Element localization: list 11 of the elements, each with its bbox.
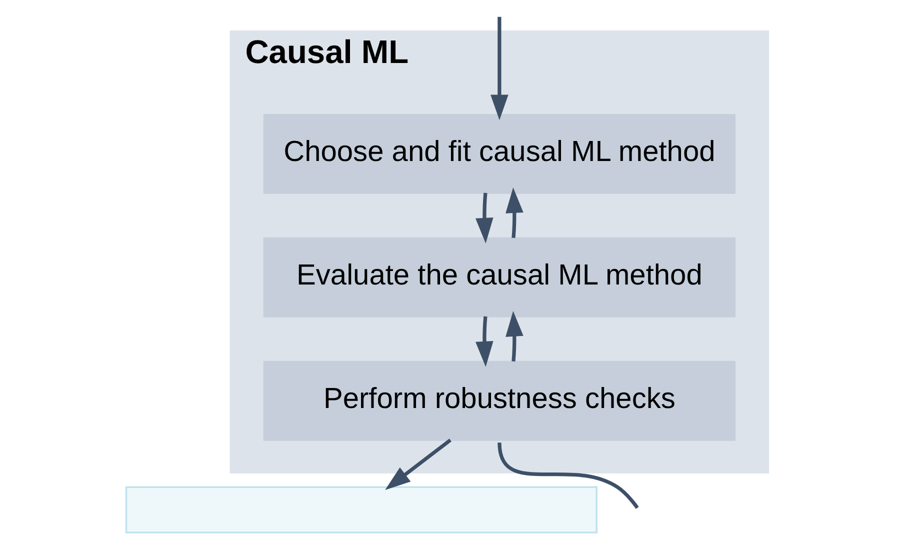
connector [498,442,639,509]
arrow [490,16,508,120]
arrow [506,187,524,238]
arrow [476,192,494,244]
arrow [476,316,494,367]
node-box [125,486,598,534]
node-box: Evaluate the causal ML method [263,237,736,318]
node-box: Perform robustness checks [263,360,736,441]
arrow [506,310,524,362]
node-box: Choose and fit causal ML method [263,114,736,194]
arrow [385,438,452,490]
